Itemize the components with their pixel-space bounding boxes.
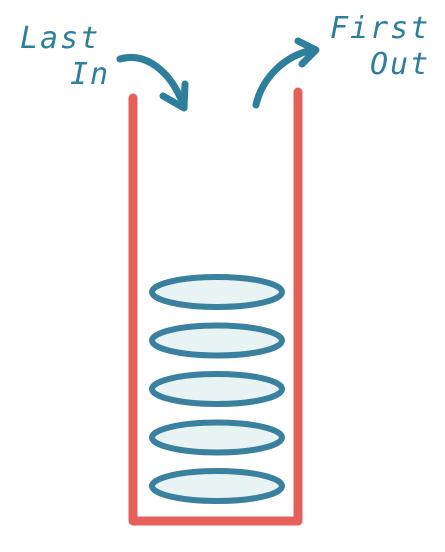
- plate: [149, 419, 285, 456]
- last-in-arrow: [116, 54, 189, 112]
- first-out-label-line-1: First: [330, 11, 431, 46]
- first-out-arrow: [252, 37, 320, 109]
- first-out-label-line-2: Out: [370, 47, 431, 82]
- plate: [149, 468, 285, 504]
- plate-stack: [149, 274, 285, 504]
- stack-container: [128, 87, 303, 526]
- last-in-label-line-2: In: [70, 57, 111, 92]
- last-in-label-line-1: Last: [20, 21, 101, 56]
- plate: [149, 274, 285, 310]
- plate: [149, 371, 285, 407]
- plate: [149, 322, 285, 359]
